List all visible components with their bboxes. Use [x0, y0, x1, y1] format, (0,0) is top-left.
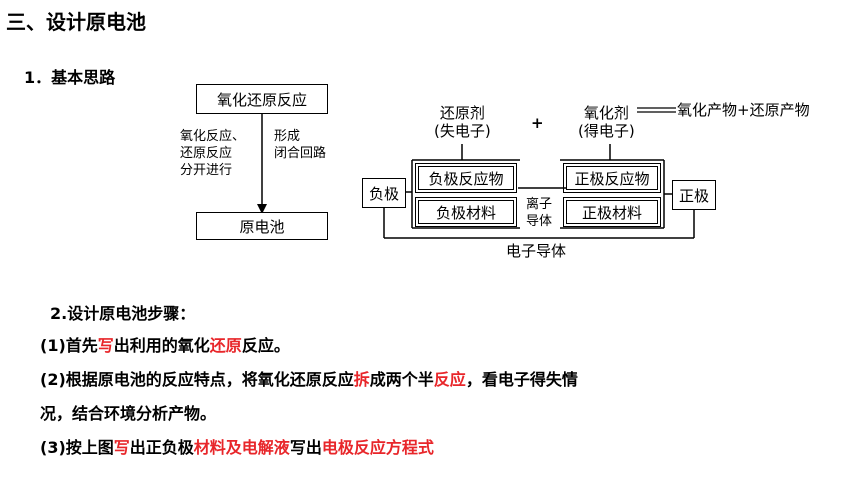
negative-material-box: 负极材料	[415, 197, 517, 227]
closed-loop-note: 形成 闭合回路	[274, 129, 327, 161]
subsection-heading: 1．基本思路	[24, 68, 116, 87]
positive-reactant-box: 正极反应物	[563, 163, 661, 193]
galvanic-cell-box: 原电池	[196, 212, 328, 240]
split-reactions-note: 氧化反应、 还原反应 分开进行	[180, 129, 246, 178]
plus-sign: +	[531, 114, 544, 132]
products-label: 氧化产物+还原产物	[677, 101, 810, 119]
positive-electrode-box: 正极	[672, 180, 716, 210]
oxidant-label: 氧化剂 (得电子)	[578, 104, 635, 140]
negative-reactant-box: 负极反应物	[415, 163, 517, 193]
negative-electrode-box: 负极	[362, 178, 406, 208]
steps-heading: 2.设计原电池步骤：	[50, 304, 196, 323]
positive-material-box: 正极材料	[563, 197, 661, 227]
electron-conductor-label: 电子导体	[506, 242, 567, 260]
step-2-line-2: 况，结合环境分析产物。	[40, 404, 217, 423]
step-1: (1)首先写出利用的氧化还原反应。	[40, 336, 290, 355]
step-3: (3)按上图写出正负极材料及电解液写出电极反应方程式	[40, 438, 434, 457]
step-2-line-1: (2)根据原电池的反应特点，将氧化还原反应拆成两个半反应，看电子得失情	[40, 370, 578, 389]
ion-conductor-label: 离子 导体	[524, 196, 555, 230]
reductant-label: 还原剂 (失电子)	[434, 104, 491, 140]
redox-reaction-box: 氧化还原反应	[196, 84, 328, 114]
section-heading: 三、设计原电池	[6, 10, 146, 34]
